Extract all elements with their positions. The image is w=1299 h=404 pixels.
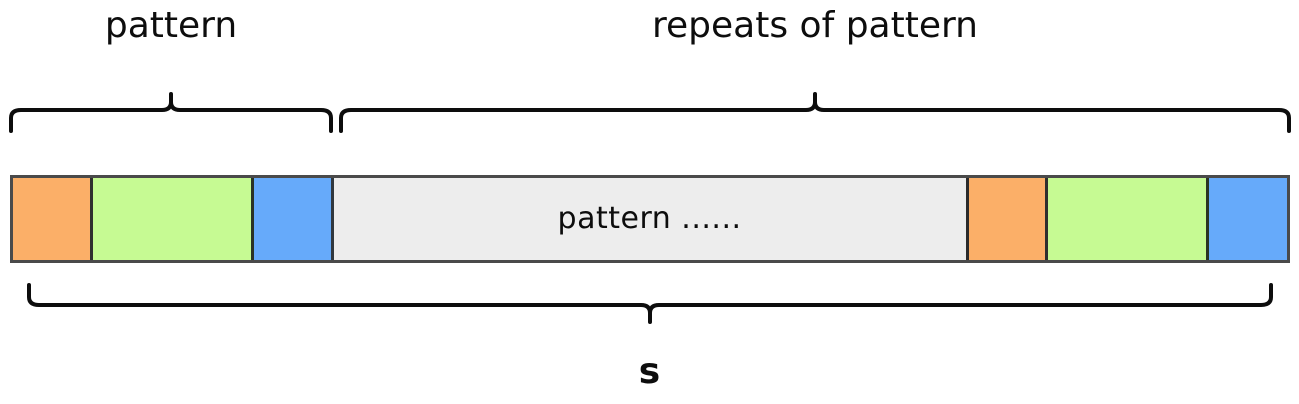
bottom-label-s: s	[638, 351, 661, 392]
repeats-gray-label: pattern ......	[557, 201, 742, 236]
top-brace-repeats	[339, 92, 1291, 133]
bar-segment-pattern-green	[92, 178, 254, 260]
top-label-pattern: pattern	[104, 5, 238, 46]
bar-segment-pattern-orange	[13, 178, 93, 260]
string-bar: pattern ......	[10, 175, 1290, 263]
bar-segment-tail-orange	[968, 178, 1049, 260]
top-brace-pattern	[9, 92, 333, 133]
top-label-repeats-of-pattern: repeats of pattern	[652, 5, 978, 46]
bar-segment-tail-blue	[1209, 178, 1288, 260]
bar-segment-pattern-blue	[253, 178, 334, 260]
bar-segment-tail-green	[1048, 178, 1210, 260]
bar-segment-repeats-gray: pattern ......	[333, 178, 969, 260]
bottom-brace-s	[27, 283, 1273, 324]
